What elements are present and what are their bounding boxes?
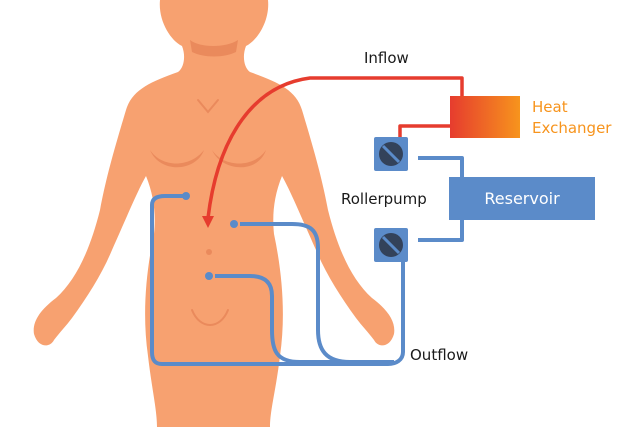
pump-to-reservoir-line [418, 156, 464, 178]
reservoir-to-pump-line [418, 220, 464, 242]
rollerpump-top-roller [381, 144, 401, 164]
outflow-port-lower [205, 272, 213, 280]
outflow-return-line [150, 194, 405, 366]
sternum-line [197, 99, 219, 114]
rollerpump-bottom-roller [381, 235, 401, 255]
chest-shadow-right [212, 150, 266, 168]
body-silhouette [33, 0, 395, 427]
inflow-label: Inflow [364, 49, 409, 67]
neck-shadow [190, 40, 238, 57]
heat-exchanger-block [450, 96, 520, 138]
outflow-port-middle [230, 220, 238, 228]
rollerpump-bottom [374, 228, 408, 262]
inflow-line [206, 76, 464, 219]
rollerpump-label: Rollerpump [341, 190, 427, 208]
inflow-arrowhead [202, 216, 214, 228]
reservoir-label: Reservoir [484, 189, 560, 208]
navel [206, 249, 212, 255]
chest-shadow-left [150, 150, 204, 168]
human-body [33, 0, 395, 427]
outflow-port-upper [182, 192, 190, 200]
pelvis-line [191, 309, 229, 326]
outflow-label: Outflow [410, 346, 468, 364]
outflow-line-lower [215, 274, 394, 364]
heat-exchanger-label-line1: Heat [532, 98, 568, 116]
inflow-to-pump-line [398, 124, 458, 140]
rollerpump-top [374, 137, 408, 171]
heat-exchanger-label-line2: Exchanger [532, 119, 612, 137]
reservoir-block [449, 177, 595, 220]
